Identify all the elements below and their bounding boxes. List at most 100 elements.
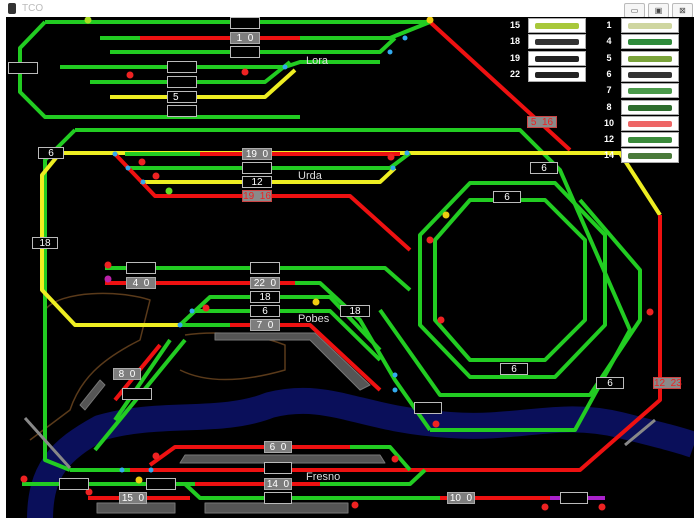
locomotive-thumbnail[interactable]: [621, 99, 679, 115]
track[interactable]: [295, 281, 432, 432]
signal-icon[interactable]: [426, 236, 434, 244]
signal-icon[interactable]: [312, 298, 320, 306]
track[interactable]: [40, 151, 180, 327]
turnout-icon[interactable]: [390, 165, 396, 171]
block-label[interactable]: 15 0: [119, 492, 147, 504]
turnout-icon[interactable]: [125, 165, 131, 171]
block-label[interactable]: [414, 402, 442, 414]
block-label[interactable]: 22 0: [250, 277, 280, 289]
signal-icon[interactable]: [391, 455, 399, 463]
turnout-icon[interactable]: [392, 372, 398, 378]
block-label[interactable]: [242, 162, 272, 174]
block-label[interactable]: [59, 478, 89, 490]
block-label[interactable]: 18: [32, 237, 58, 249]
turnout-icon[interactable]: [387, 49, 393, 55]
locomotive-thumbnail[interactable]: [621, 83, 679, 99]
block-label[interactable]: 5 16: [527, 116, 557, 128]
track[interactable]: [60, 60, 380, 69]
signal-icon[interactable]: [437, 316, 445, 324]
signal-icon[interactable]: [85, 488, 93, 496]
track[interactable]: [75, 128, 632, 432]
track[interactable]: [130, 151, 412, 170]
block-label[interactable]: 6: [500, 363, 528, 375]
maximize-button[interactable]: ▣: [648, 3, 669, 18]
locomotive-thumbnail[interactable]: [528, 66, 586, 82]
block-label[interactable]: [8, 62, 38, 74]
signal-icon[interactable]: [442, 211, 450, 219]
block-label[interactable]: 7 0: [250, 319, 280, 331]
signal-icon[interactable]: [20, 475, 28, 483]
block-label[interactable]: 6: [596, 377, 624, 389]
block-label[interactable]: 6: [38, 147, 64, 159]
signal-icon[interactable]: [351, 501, 359, 509]
turnout-icon[interactable]: [148, 467, 154, 473]
block-label[interactable]: 10 0: [447, 492, 475, 504]
signal-icon[interactable]: [104, 261, 112, 269]
track[interactable]: [428, 20, 572, 152]
signal-icon[interactable]: [165, 187, 173, 195]
locomotive-thumbnail[interactable]: [621, 50, 679, 66]
close-button[interactable]: ⊠: [672, 3, 693, 18]
block-label[interactable]: 6: [530, 162, 558, 174]
block-label[interactable]: 6 0: [264, 441, 292, 453]
block-label[interactable]: [264, 462, 292, 474]
track[interactable]: [105, 266, 412, 292]
block-label[interactable]: [230, 17, 260, 29]
turnout-icon[interactable]: [177, 322, 183, 328]
signal-icon[interactable]: [387, 153, 395, 161]
track[interactable]: [378, 198, 642, 397]
block-label[interactable]: 18: [340, 305, 370, 317]
locomotive-thumbnail[interactable]: [621, 34, 679, 50]
block-label[interactable]: 1 0: [230, 32, 260, 44]
block-label[interactable]: [167, 76, 197, 88]
locomotive-thumbnail[interactable]: [621, 115, 679, 131]
block-label[interactable]: 12: [242, 176, 272, 188]
track[interactable]: [130, 215, 662, 472]
block-label[interactable]: 4 0: [126, 277, 156, 289]
signal-icon[interactable]: [84, 17, 92, 24]
block-label[interactable]: 18: [250, 291, 280, 303]
locomotive-thumbnail[interactable]: [621, 148, 679, 164]
signal-icon[interactable]: [241, 68, 249, 76]
track[interactable]: [43, 128, 77, 472]
turnout-icon[interactable]: [404, 150, 410, 156]
turnout-icon[interactable]: [392, 387, 398, 393]
turnout-icon[interactable]: [189, 308, 195, 314]
track[interactable]: [350, 445, 412, 472]
track[interactable]: [195, 309, 382, 362]
locomotive-thumbnail[interactable]: [621, 18, 679, 33]
track[interactable]: [140, 166, 397, 184]
track[interactable]: [110, 36, 397, 54]
locomotive-thumbnail[interactable]: [621, 132, 679, 148]
track[interactable]: [110, 68, 297, 99]
block-label[interactable]: 6: [250, 305, 280, 317]
track[interactable]: [433, 198, 587, 362]
block-label[interactable]: [230, 46, 260, 58]
turnout-icon[interactable]: [140, 179, 146, 185]
locomotive-thumbnail[interactable]: [528, 18, 586, 33]
block-label[interactable]: [250, 262, 280, 274]
signal-icon[interactable]: [138, 158, 146, 166]
track[interactable]: [100, 20, 431, 40]
signal-icon[interactable]: [202, 304, 210, 312]
block-label[interactable]: 19 16: [242, 190, 272, 202]
block-label[interactable]: 12 23: [653, 377, 682, 389]
track[interactable]: [90, 60, 292, 84]
track[interactable]: [183, 468, 440, 500]
block-label[interactable]: [264, 492, 292, 504]
block-label[interactable]: [126, 262, 156, 274]
locomotive-thumbnail[interactable]: [621, 66, 679, 82]
block-label[interactable]: [122, 388, 152, 400]
block-label[interactable]: 14 0: [264, 478, 292, 490]
block-label[interactable]: [146, 478, 176, 490]
signal-icon[interactable]: [135, 476, 143, 484]
signal-icon[interactable]: [426, 17, 434, 24]
block-label[interactable]: [167, 61, 197, 73]
minimize-button[interactable]: ▭: [624, 3, 645, 18]
signal-icon[interactable]: [104, 275, 112, 283]
locomotive-thumbnail[interactable]: [528, 50, 586, 66]
block-label[interactable]: 6: [493, 191, 521, 203]
signal-icon[interactable]: [152, 172, 160, 180]
turnout-icon[interactable]: [119, 467, 125, 473]
block-label[interactable]: 5: [167, 91, 197, 103]
